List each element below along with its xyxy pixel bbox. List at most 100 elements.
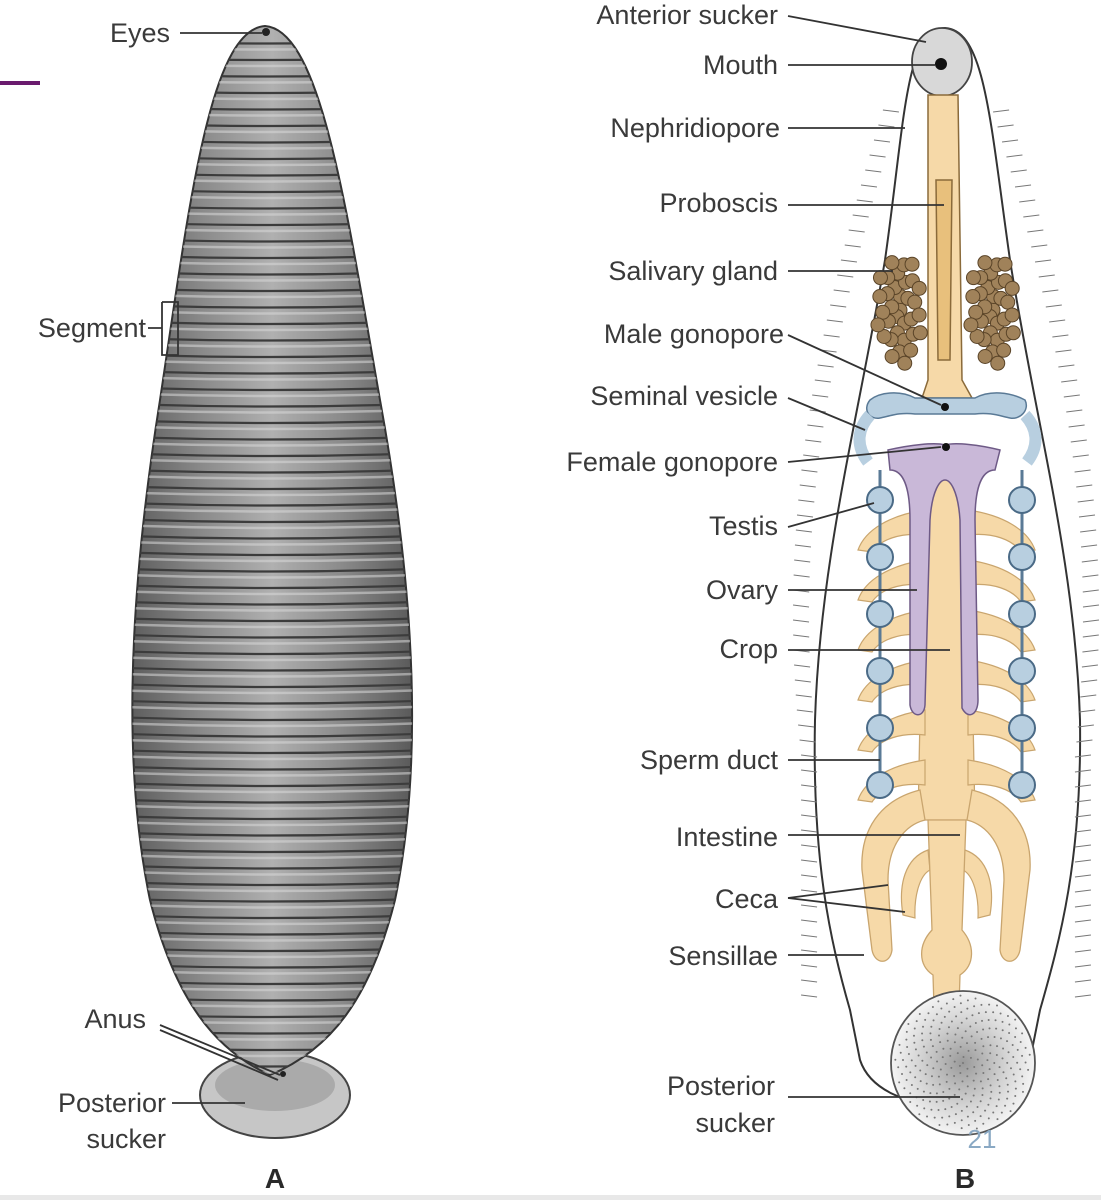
gland-lobule	[884, 349, 900, 365]
gland-lobule	[903, 342, 919, 358]
stipple-dot	[916, 1104, 919, 1107]
segment-tick-left	[856, 199, 873, 203]
stipple-dot	[956, 1027, 959, 1030]
page-number: 21	[968, 1124, 997, 1154]
stipple-dot	[925, 1051, 928, 1054]
stipple-dot	[1012, 1055, 1015, 1058]
stipple-dot	[953, 1093, 956, 1096]
segment-tick-left	[833, 289, 850, 293]
stipple-dot	[1006, 1014, 1009, 1017]
stipple-dot	[965, 1105, 968, 1108]
stipple-dot	[942, 1099, 945, 1102]
gland-lobule	[884, 255, 900, 271]
stipple-dot	[984, 1109, 987, 1112]
stipple-dot	[966, 1075, 969, 1078]
segment-tick-left	[873, 139, 891, 143]
annulus-line	[132, 764, 413, 771]
stipple-dot	[922, 1090, 925, 1093]
label-posterior-sucker-b-1: Posterior	[667, 1071, 775, 1101]
stipple-dot	[958, 1088, 961, 1091]
stipple-dot	[930, 1108, 933, 1111]
segment-tick-right	[1074, 949, 1091, 953]
stipple-dot	[913, 1041, 916, 1044]
stipple-dot	[993, 1073, 996, 1076]
accent-bar	[0, 81, 40, 85]
gland-lobule	[990, 355, 1006, 371]
segment-tick-right	[1023, 214, 1040, 218]
leader-male-gonopore	[787, 334, 942, 406]
segment-tick-left	[837, 274, 854, 278]
stipple-dot	[945, 1002, 948, 1005]
crop-cecum-right	[967, 659, 1036, 703]
segment-tick-left	[807, 424, 824, 428]
crop-cecum-right	[967, 709, 1036, 753]
stipple-dot	[929, 1092, 932, 1095]
segment-tick-left	[840, 259, 858, 263]
segment-tick-right	[1045, 304, 1062, 308]
segment-tick-left	[801, 844, 818, 848]
annulus-highlight	[132, 853, 413, 860]
leader-ceca-1	[787, 884, 889, 899]
stipple-dot	[953, 1006, 956, 1009]
annulus-highlight	[132, 836, 413, 843]
stipple-dot	[903, 1087, 906, 1090]
stipple-dot	[998, 1085, 1001, 1088]
stipple-dot	[960, 1119, 963, 1122]
stipple-dot	[935, 1100, 938, 1103]
stipple-dot	[921, 1059, 924, 1062]
stipple-dot	[965, 1017, 968, 1020]
annulus-highlight	[132, 721, 413, 728]
stipple-dot	[960, 1127, 963, 1130]
segment-tick-right	[1074, 844, 1091, 848]
stipple-dot	[966, 999, 969, 1002]
stipple-dot	[1016, 1061, 1019, 1064]
segment-tick-left	[801, 904, 818, 908]
stipple-dot	[924, 1018, 927, 1021]
stipple-dot	[907, 1052, 910, 1055]
segment-tick-right	[1082, 589, 1099, 593]
annulus-highlight	[132, 737, 413, 744]
segment-tick-right	[1001, 139, 1019, 143]
stipple-dot	[907, 1023, 910, 1026]
stipple-dot	[944, 1063, 947, 1066]
label-ceca: Ceca	[715, 884, 779, 914]
stipple-dot	[974, 1119, 977, 1122]
label-salivary-gland: Salivary gland	[608, 256, 778, 286]
testis	[866, 600, 894, 628]
stipple-dot	[971, 1014, 974, 1017]
label-posterior-sucker-a-2: sucker	[86, 1124, 166, 1154]
stipple-dot	[1014, 1080, 1017, 1083]
segment-tick-right	[1042, 289, 1059, 293]
stipple-dot	[1001, 1057, 1004, 1060]
stipple-dot	[997, 1098, 1000, 1101]
stipple-dot	[992, 1011, 995, 1014]
anus-mark	[280, 1071, 286, 1077]
crop-cecum-left	[857, 559, 926, 603]
stipple-dot	[987, 1117, 990, 1120]
segment-tick-right	[997, 124, 1014, 128]
annulus-line	[132, 649, 413, 656]
stipple-dot	[979, 1100, 982, 1103]
stipple-dot	[922, 1045, 925, 1048]
stipple-dot	[914, 1064, 917, 1067]
stipple-dot	[921, 1039, 924, 1042]
stipple-dot	[941, 1056, 944, 1059]
stipple-dot	[970, 1035, 973, 1038]
segment-tick-right	[1074, 829, 1091, 833]
segment-tick-right	[1077, 724, 1094, 728]
gland-lobule	[1004, 280, 1020, 296]
stipple-dot	[1022, 1082, 1025, 1085]
segment-tick-left	[801, 469, 818, 473]
stipple-dot	[922, 1025, 925, 1028]
stipple-dot	[981, 1094, 984, 1097]
segment-tick-right	[1034, 259, 1052, 263]
stipple-dot	[982, 1045, 985, 1048]
segment-tick-right	[1074, 469, 1091, 473]
segment-ticks	[792, 109, 1100, 998]
leech-body	[131, 24, 414, 1077]
stipple-dot	[898, 1081, 901, 1084]
stipple-dot	[950, 1066, 953, 1069]
annulus-line	[132, 632, 413, 639]
annulus-line	[132, 682, 413, 689]
annulus-line	[132, 583, 413, 590]
